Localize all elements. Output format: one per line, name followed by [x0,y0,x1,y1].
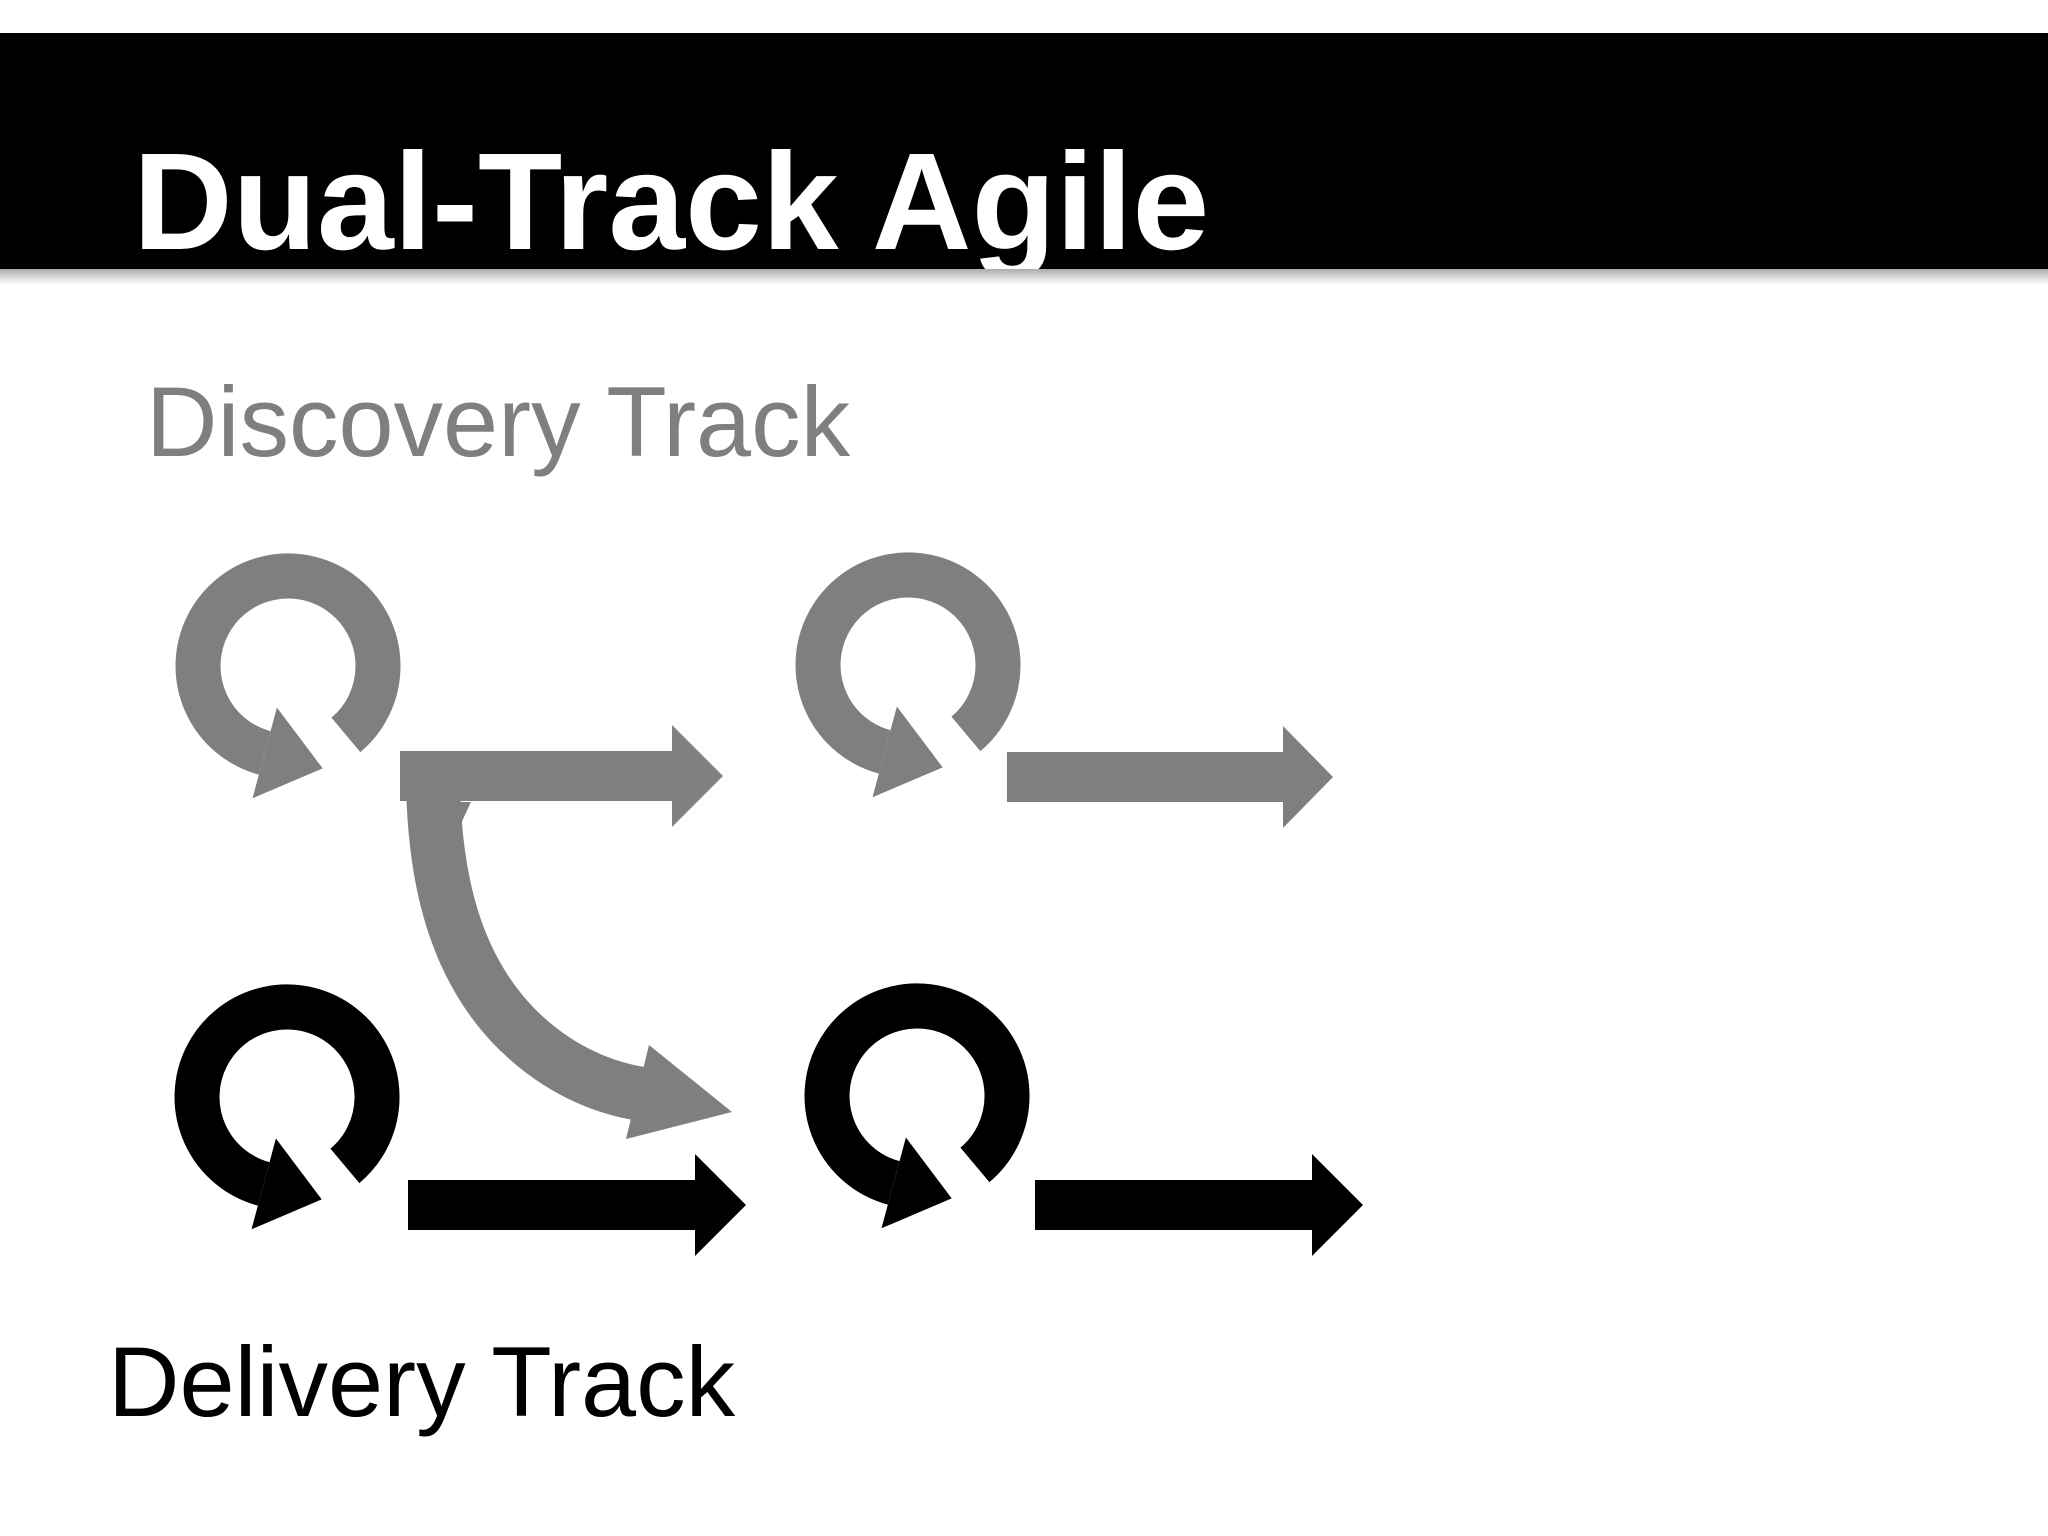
discovery-to-delivery-curved-arrow-icon [406,771,732,1139]
discovery-loop-1-icon [198,576,378,798]
delivery-arrow-1-icon [408,1154,746,1256]
slide-title: Dual-Track Agile [133,125,1210,279]
delivery-loop-1-icon [197,1007,377,1229]
delivery-loop-2-icon [827,1006,1007,1228]
bridge-arrow-fillet [444,802,471,860]
header-bar: Dual-Track Agile [0,33,2048,279]
delivery-arrow-2-icon [1035,1154,1363,1256]
bridge-arrow-shaft [406,771,647,1121]
header-bar-shadow [0,269,2048,287]
discovery-arrow-1-icon [400,725,723,827]
discovery-arrow-2-icon [1007,726,1333,828]
discovery-loop-2-icon [818,575,998,797]
discovery-track-label: Discovery Track [146,366,851,477]
bridge-arrow-head [626,1045,732,1139]
delivery-track-label: Delivery Track [108,1326,736,1437]
